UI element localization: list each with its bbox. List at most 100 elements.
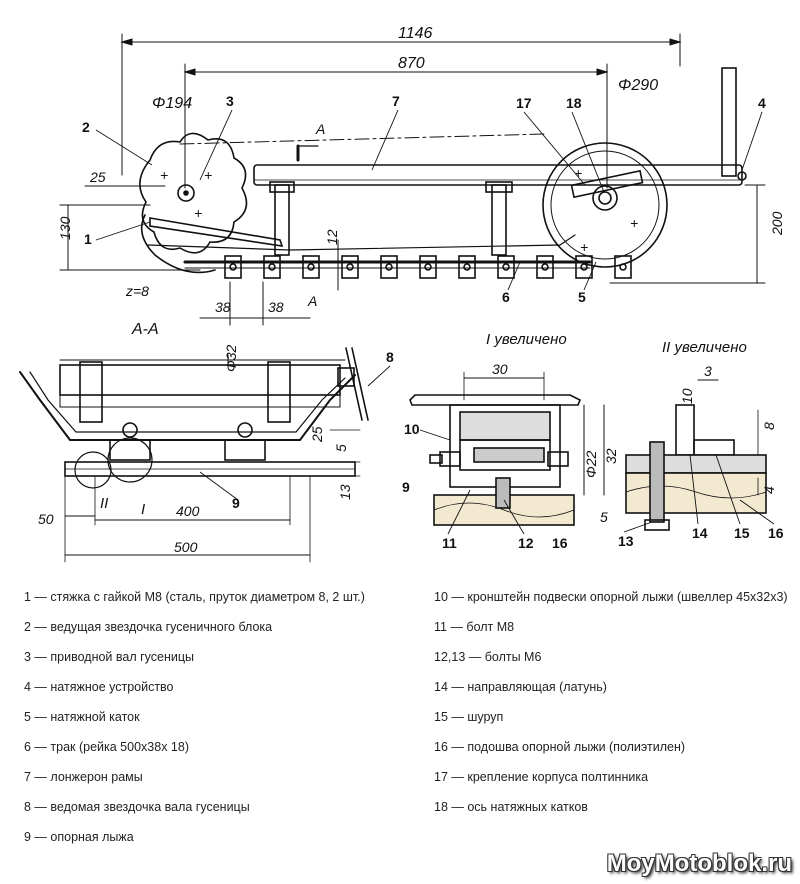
dim-4: 4 [761, 486, 777, 494]
svg-text:+: + [580, 239, 588, 255]
legend-item: 6 — трак (рейка 500x38x 18) [24, 740, 189, 754]
dim-38-left: 38 [215, 299, 231, 315]
callout-6: 6 [502, 289, 510, 305]
legend-item: 4 — натяжное устройство [24, 680, 174, 694]
dim-diameter-290: Φ290 [618, 77, 658, 94]
mark-detail-ii: II [100, 495, 108, 512]
dim-400: 400 [176, 503, 200, 519]
drive-sprocket: + + + [139, 132, 284, 274]
mark-detail-i: I [141, 501, 145, 518]
dim-130: 130 [57, 216, 73, 240]
callout-12: 12 [518, 535, 534, 551]
legend-item: 11 — болт М8 [434, 620, 515, 634]
caption-detail-ii: II увеличено [662, 339, 747, 356]
suspension-posts [147, 181, 576, 256]
dim-diameter-32: Φ32 [223, 344, 239, 372]
callout-11: 11 [442, 535, 457, 551]
dim-200: 200 [769, 211, 785, 236]
track-lug [380, 255, 398, 279]
dimension-lines-top [59, 33, 766, 326]
callout-9: 9 [232, 495, 240, 511]
track-lug [302, 255, 320, 279]
legend-item: 8 — ведомая звездочка вала гусеницы [24, 800, 250, 814]
svg-text:+: + [160, 167, 168, 183]
legend-item: 12,13 — болты М6 [434, 650, 542, 664]
track-lug-bolt [229, 263, 237, 271]
dim-diameter-194: Φ194 [152, 95, 192, 112]
legend-item: 5 — натяжной каток [24, 710, 140, 724]
dimension-labels: 1146 870 Φ194 Φ290 25 130 200 12 38 38 z… [38, 25, 785, 555]
svg-text:+: + [574, 165, 582, 181]
legend-item: 1 — стяжка с гайкой М8 (сталь, пруток ди… [24, 590, 365, 604]
callout-18: 18 [566, 95, 582, 111]
legend-item: 14 — направляющая (латунь) [434, 680, 607, 694]
track-lug-bolt [424, 263, 432, 271]
svg-text:+: + [204, 167, 212, 183]
track-lug-bolt [268, 263, 276, 271]
caption-detail-i: I увеличено [486, 331, 567, 348]
dim-8: 8 [761, 422, 777, 430]
dim-13: 13 [337, 484, 353, 500]
dim-z8: z=8 [125, 283, 149, 299]
svg-text:+: + [630, 215, 638, 231]
legend-item: 10 — кронштейн подвески опорной лыжи (шв… [434, 590, 788, 604]
tension-wheel: + + + [542, 142, 668, 268]
callout-8: 8 [386, 349, 394, 365]
track-lug [419, 255, 437, 279]
track-unit-drawing: + + + + + + [19, 25, 785, 563]
callout-13: 13 [618, 533, 634, 549]
callout-16: 16 [768, 525, 784, 541]
track-lug-bolt [463, 263, 471, 271]
track-lug [536, 255, 554, 279]
callout-1: 1 [84, 231, 92, 247]
callout-4: 4 [758, 95, 766, 111]
dim-10: 10 [679, 388, 695, 404]
callout-16-detail: 16 [552, 535, 568, 551]
legend-item: 7 — лонжерон рамы [24, 770, 143, 784]
track-lug-bolt [541, 263, 549, 271]
track-lug [263, 255, 281, 279]
dim-25: 25 [89, 169, 106, 185]
legend-item: 16 — подошва опорной лыжи (полиэтилен) [434, 740, 686, 754]
track-lug [575, 255, 593, 279]
dim-500: 500 [174, 539, 198, 555]
legend-item: 15 — шуруп [434, 710, 504, 724]
track-lug [341, 255, 359, 279]
callout-2: 2 [82, 119, 90, 135]
track-lug [458, 255, 476, 279]
track-lug-bolt [580, 263, 588, 271]
svg-text:+: + [194, 205, 202, 221]
dim-25-section: 25 [309, 426, 325, 443]
track-lug [224, 255, 242, 279]
section-mark-a-top: A [315, 121, 325, 137]
dim-1146: 1146 [398, 25, 433, 42]
detail-captions: I увеличено II увеличено I II [100, 331, 747, 518]
legend-item: 17 — крепление корпуса полтинника [434, 770, 649, 784]
callout-15: 15 [734, 525, 750, 541]
site-watermark: MoyMotoblok.ru [606, 850, 792, 877]
dim-32-detail: 32 [603, 448, 619, 464]
callout-3: 3 [226, 93, 234, 109]
legend-item: 3 — приводной вал гусеницы [24, 650, 195, 664]
dim-38-right: 38 [268, 299, 284, 315]
callout-5: 5 [578, 289, 586, 305]
track-lug [614, 255, 632, 279]
dim-30: 30 [492, 361, 508, 377]
dim-3: 3 [704, 363, 712, 379]
frame-rail [179, 67, 747, 186]
legend-left-column: 1 — стяжка с гайкой М8 (сталь, пруток ди… [24, 590, 384, 860]
legend-item: 2 — ведущая звездочка гусеничного блока [24, 620, 273, 634]
section-mark-a-bottom: A [307, 293, 317, 309]
track-lug-bolt [385, 263, 393, 271]
dim-diameter-22: Φ22 [583, 450, 599, 478]
track-lug [497, 255, 515, 279]
track-lug-bolt [346, 263, 354, 271]
dim-50: 50 [38, 511, 54, 527]
callout-numbers: 1 2 3 4 5 6 7 8 9 10 11 12 13 14 15 16 1… [82, 93, 784, 551]
section-aa [19, 347, 369, 563]
track-lug-bolt [502, 263, 510, 271]
dim-5-detail: 5 [600, 509, 608, 525]
legend-item: 9 — опорная лыжа [24, 830, 134, 844]
track-lug-bolt [619, 263, 627, 271]
track-lug-bolt [307, 263, 315, 271]
